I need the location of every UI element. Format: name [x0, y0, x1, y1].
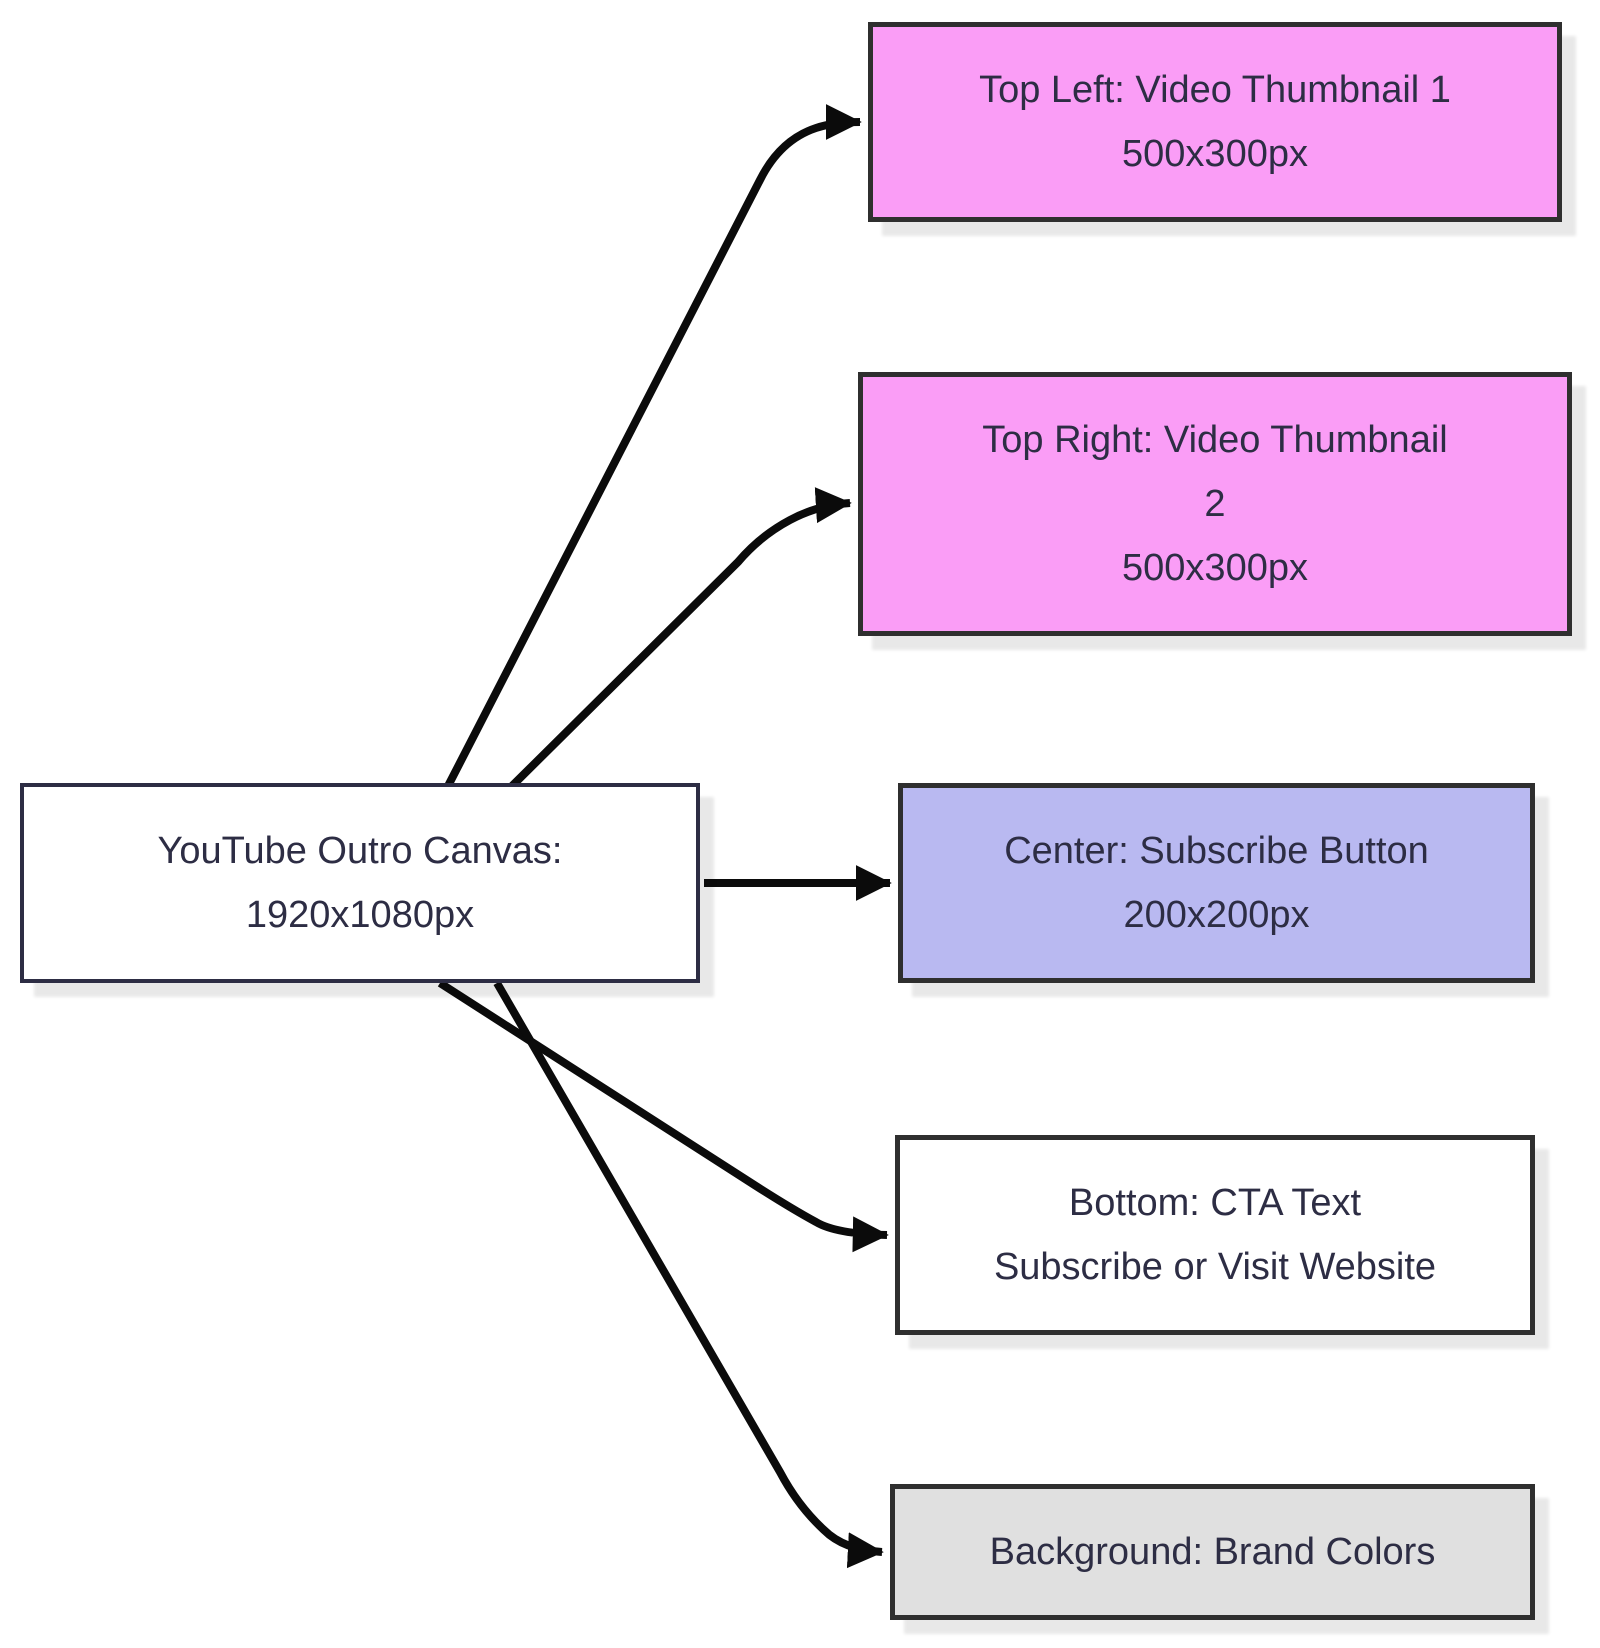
node-label-line: Bottom: CTA Text [1068, 1182, 1362, 1224]
node-label-line: 1920x1080px [245, 894, 475, 936]
node-label-line: YouTube Outro Canvas: [157, 830, 563, 872]
node-label-line: Subscribe or Visit Website [993, 1246, 1437, 1288]
arrow-canvas-to-thumb1 [444, 104, 862, 788]
node-label-line: 200x200px [1123, 894, 1310, 936]
node-label-line: 500x300px [1122, 133, 1308, 175]
node-label-line: Top Right: Video Thumbnail [982, 419, 1448, 461]
node-label-line: Background: Brand Colors [989, 1531, 1436, 1573]
node-top-right-thumbnail-2: Top Right: Video Thumbnail 2 500x300px [858, 372, 1572, 636]
node-label-line: 2 [1204, 483, 1226, 525]
node-bottom-cta-text: Bottom: CTA Text Subscribe or Visit Webs… [895, 1135, 1535, 1335]
arrow-canvas-to-cta [437, 979, 889, 1253]
node-background-brand-colors: Background: Brand Colors [890, 1484, 1535, 1620]
arrow-canvas-to-background [493, 980, 884, 1569]
node-label-line: Center: Subscribe Button [1004, 830, 1429, 872]
node-label-line: 500x300px [1122, 547, 1308, 589]
node-youtube-outro-canvas: YouTube Outro Canvas: 1920x1080px [20, 783, 700, 983]
node-label-line: Top Left: Video Thumbnail 1 [979, 69, 1451, 111]
node-top-left-thumbnail-1: Top Left: Video Thumbnail 1 500x300px [868, 22, 1562, 222]
node-center-subscribe-button: Center: Subscribe Button 200x200px [898, 783, 1535, 983]
arrow-canvas-to-thumb2 [509, 487, 852, 789]
